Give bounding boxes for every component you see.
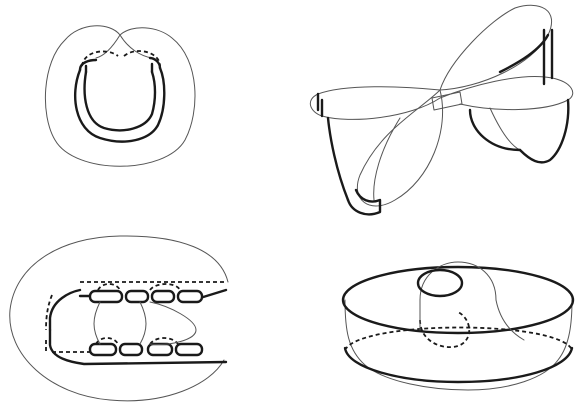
lower-pill-2 xyxy=(120,344,142,355)
crossing-loop-left xyxy=(96,35,120,58)
torus-bottom-rim xyxy=(345,348,572,382)
torus-bottom-hidden xyxy=(345,328,572,351)
wing-left-top xyxy=(310,87,440,120)
torus-outer xyxy=(345,300,572,390)
panel-top-right xyxy=(310,5,572,214)
leaf-lower-left xyxy=(357,90,442,206)
outer-boundary xyxy=(45,26,195,166)
band-inner-edge xyxy=(85,72,155,130)
upper-pill-4 xyxy=(178,291,202,302)
hole-top xyxy=(418,270,462,296)
wing-left-inner xyxy=(374,118,400,200)
upper-pill-1 xyxy=(90,291,122,302)
wing-left-back xyxy=(318,94,322,116)
upper-pill-3 xyxy=(152,291,174,302)
outer-c-boundary xyxy=(10,236,228,401)
panel-bottom-left xyxy=(10,236,228,401)
leaf-upper-right-thick xyxy=(500,35,548,72)
upper-strand-dash xyxy=(46,282,226,330)
upper-pill-2 xyxy=(126,291,148,302)
panel-bottom-right xyxy=(343,262,573,390)
inner-vertical-right xyxy=(496,300,524,340)
tube-left-inner xyxy=(140,302,146,344)
leaf-upper-right xyxy=(440,5,552,90)
hidden-edge xyxy=(82,51,160,66)
upper-pill-dash xyxy=(98,284,180,290)
wing-left-front xyxy=(328,118,348,200)
lower-pill-3 xyxy=(148,344,172,355)
lower-pill-1 xyxy=(90,344,116,355)
upper-strand-top xyxy=(50,290,80,330)
panel-top-left xyxy=(45,26,195,166)
tube-left-outer xyxy=(94,302,100,344)
central-strip xyxy=(432,92,462,110)
hole-hidden-lobe xyxy=(420,312,469,347)
lower-pill-4 xyxy=(176,344,202,355)
tube-right-loop xyxy=(150,302,196,344)
